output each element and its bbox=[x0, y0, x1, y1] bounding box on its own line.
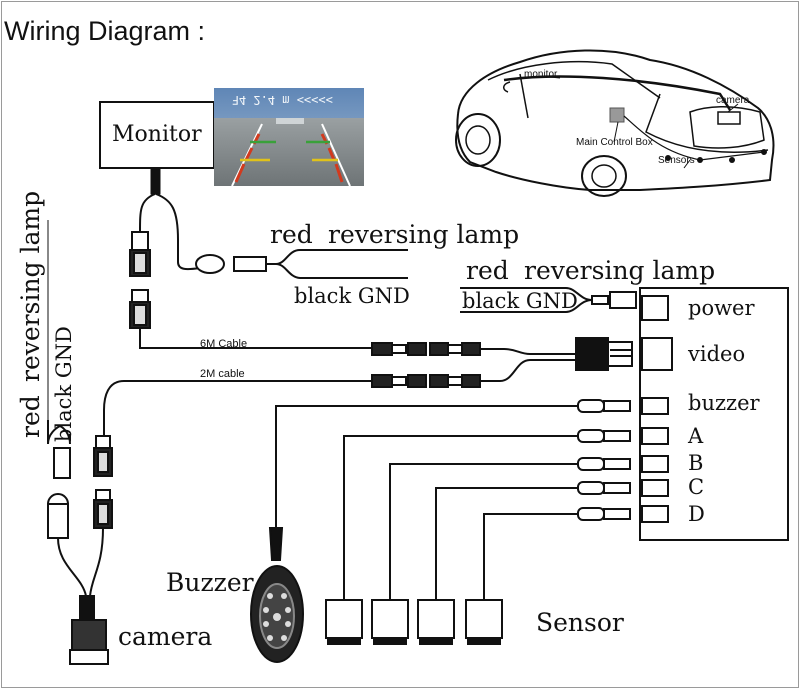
sensor-plugs bbox=[577, 399, 631, 521]
car-sensors-label: Sensors bbox=[658, 155, 695, 166]
monitor-video-plug bbox=[129, 231, 151, 329]
two-m-cable-connectors bbox=[371, 374, 481, 388]
screen-distance-text: ꟻ4 2.4 m <<<<< bbox=[232, 93, 333, 107]
camera-cable bbox=[57, 527, 104, 597]
sensors bbox=[325, 599, 503, 645]
port-b-label: B bbox=[688, 451, 704, 475]
buzzer bbox=[250, 527, 304, 663]
camera-lamp-gnd-label: black GND bbox=[52, 326, 76, 442]
monitor-label: Monitor bbox=[112, 122, 202, 147]
port-c-label: C bbox=[688, 475, 705, 499]
camera-lamp-reversing-label: reversing lamp bbox=[16, 190, 45, 382]
video-plug bbox=[575, 337, 633, 371]
monitor-lamp-connector bbox=[195, 249, 408, 279]
car-monitor-label: monitor bbox=[524, 69, 558, 80]
camera-lamp-plug bbox=[47, 447, 71, 539]
monitor-cable bbox=[139, 167, 201, 271]
monitor-lamp-reversing-label: reversing lamp bbox=[328, 220, 520, 249]
box-lamp-reversing-label: reversing lamp bbox=[524, 256, 716, 285]
camera-label: camera bbox=[118, 622, 213, 651]
port-a-label: A bbox=[688, 424, 704, 448]
six-m-cable-label: 6M Cable bbox=[200, 338, 248, 350]
monitor-lamp-red-label: red bbox=[270, 220, 313, 249]
monitor-screen-preview bbox=[214, 88, 364, 187]
port-video-label: video bbox=[688, 342, 746, 366]
two-m-cable-label: 2M cable bbox=[200, 368, 245, 380]
car-main-control-box-label: Main Control Box bbox=[576, 137, 653, 148]
camera-lamp-wiring bbox=[47, 220, 71, 445]
buzzer-label: Buzzer bbox=[166, 568, 254, 597]
port-power-label: power bbox=[688, 296, 755, 320]
six-m-cable-connectors bbox=[371, 342, 481, 356]
camera-lamp-red-label: red bbox=[16, 395, 45, 438]
car-illustration bbox=[455, 49, 775, 197]
box-lamp-wiring bbox=[460, 287, 637, 313]
camera-video-plug bbox=[93, 435, 113, 529]
sensor-wires bbox=[275, 405, 578, 600]
sensor-label: Sensor bbox=[536, 608, 624, 637]
box-lamp-red-label: red bbox=[466, 256, 509, 285]
box-lamp-gnd-label: black GND bbox=[462, 289, 578, 313]
port-buzzer-label: buzzer bbox=[688, 391, 760, 415]
monitor-lamp-gnd-label: black GND bbox=[294, 284, 410, 308]
camera-body bbox=[69, 595, 109, 665]
port-d-label: D bbox=[688, 502, 705, 526]
page-title: Wiring Diagram : bbox=[4, 16, 206, 46]
main-control-box bbox=[639, 287, 789, 541]
car-camera-label: camera bbox=[716, 95, 750, 106]
